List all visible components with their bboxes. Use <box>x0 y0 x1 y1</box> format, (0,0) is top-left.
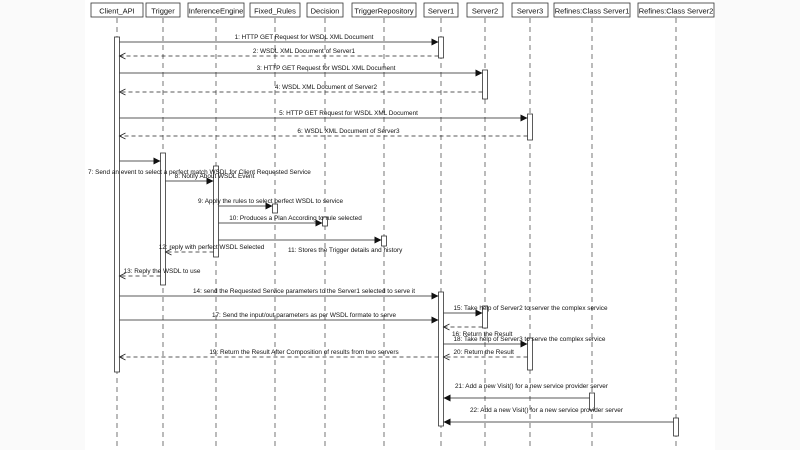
message-label-3: 3: HTTP GET Request for WSDL XML Documen… <box>257 65 396 72</box>
message-label-4: 4: WSDL XML Document of Server2 <box>275 84 378 91</box>
message-label-1: 1: HTTP GET Request for WSDL XML Documen… <box>235 34 374 41</box>
participant-box-inferenceengine <box>187 2 245 18</box>
participant-box-server1 <box>423 2 459 18</box>
call-arrowhead <box>475 309 483 317</box>
message-label-14: 14: send the Requested Service parameter… <box>193 288 415 295</box>
activation-bar <box>527 113 533 141</box>
participant-label: Client_API <box>99 7 134 16</box>
activation-bar <box>482 69 488 100</box>
activation-bar <box>213 165 219 258</box>
activation-bar <box>160 152 166 286</box>
call-arrowhead <box>206 177 214 185</box>
participant-headers: Client_API Trigger InferenceEngine Fixed_Ru… <box>90 2 715 18</box>
return-arrowhead <box>118 132 126 140</box>
messages: 1: HTTP GET Request for WSDL XML Documen… <box>88 34 674 426</box>
message-label-11: 11: Stores the Trigger details and histo… <box>288 247 403 254</box>
message-label-10: 10: Produces a Plan According to rule se… <box>229 215 362 222</box>
return-arrowhead <box>118 353 126 361</box>
activation-bar <box>322 216 328 227</box>
activation-bar <box>673 417 679 437</box>
participant-label: Fixed_Rules <box>254 7 296 16</box>
message-label-7: 7: Send an event to select a perfect mat… <box>88 169 311 176</box>
message-label-2: 2: WSDL XML Document of Server1 <box>253 48 356 55</box>
participant-box-server3 <box>511 2 549 18</box>
activation-bar <box>272 203 278 214</box>
return-arrowhead <box>442 323 450 331</box>
participant-box-client-api <box>90 2 144 18</box>
activation-bar <box>589 392 595 411</box>
message-label-8: 8: Notify About WSDL Event <box>175 173 255 180</box>
call-arrowhead <box>374 236 382 244</box>
participant-box-refines-class-server2 <box>637 2 715 18</box>
call-arrowhead <box>431 316 439 324</box>
call-arrowhead <box>315 219 323 227</box>
participant-box-decision <box>306 2 344 18</box>
message-label-12: 12: reply with perfect WSDL Selected <box>159 244 265 251</box>
return-arrowhead <box>118 52 126 60</box>
activation-bar <box>114 36 120 373</box>
call-arrowhead <box>431 38 439 46</box>
message-label-20: 20: Return the Result <box>454 349 515 356</box>
message-label-17: 17: Send the input/out parameters as per… <box>212 312 397 319</box>
activations <box>114 36 679 437</box>
call-arrowhead <box>443 418 451 426</box>
participant-label: Refines:Class Server1 <box>555 7 630 16</box>
participant-box-trigger <box>145 2 181 18</box>
participant-label: Server2 <box>472 7 498 16</box>
activation-bar <box>527 337 533 371</box>
call-arrowhead <box>431 292 439 300</box>
participant-label: Decision <box>311 7 340 16</box>
participant-label: Server1 <box>428 7 454 16</box>
left-margin <box>0 0 85 450</box>
activation-bar <box>381 235 387 247</box>
message-label-9: 9: Apply the rules to select perfect WSD… <box>198 198 343 205</box>
participant-label: InferenceEngine <box>189 7 244 16</box>
return-arrowhead <box>118 88 126 96</box>
message-label-13: 13: Reply the WSDL to use <box>124 268 201 275</box>
message-label-15: 15: Take help of Server2 to server the c… <box>454 305 608 312</box>
activation-bar <box>438 291 444 427</box>
message-label-6: 6: WSDL XML Document of Server3 <box>297 128 400 135</box>
activation-bar <box>482 305 488 329</box>
call-arrowhead <box>520 114 528 122</box>
message-label-19: 19: Return the Result After Composition … <box>209 349 398 356</box>
participant-box-fixed-rules <box>249 2 301 18</box>
message-label-22: 22: Add a new Visit() for a new service … <box>470 407 624 414</box>
return-arrowhead <box>118 272 126 280</box>
message-label-18: 18: Take help of Server3 to serve the co… <box>454 336 606 343</box>
activation-bar <box>438 36 444 59</box>
diagram-canvas <box>85 0 715 450</box>
message-label-21: 21: Add a new Visit() for a new service … <box>455 383 609 390</box>
participant-label: Refines:Class Server2 <box>639 7 714 16</box>
return-arrowhead <box>164 248 172 256</box>
return-arrowhead <box>442 353 450 361</box>
call-arrowhead <box>475 69 483 77</box>
message-label-16: 16: Return the Result <box>452 331 513 338</box>
call-arrowhead <box>443 394 451 402</box>
participant-box-server2 <box>466 2 504 18</box>
call-arrowhead <box>520 340 528 348</box>
message-label-5: 5: HTTP GET Request for WSDL XML Documen… <box>279 110 418 117</box>
call-arrowhead <box>153 157 161 165</box>
participant-label: Server3 <box>517 7 543 16</box>
call-arrowhead <box>265 202 273 210</box>
participant-box-triggerrepository <box>351 2 417 18</box>
participant-label: Trigger <box>151 7 175 16</box>
participant-box-refines-class-server1 <box>553 2 631 18</box>
right-margin <box>715 0 800 450</box>
participant-label: TriggerRepository <box>354 7 414 16</box>
